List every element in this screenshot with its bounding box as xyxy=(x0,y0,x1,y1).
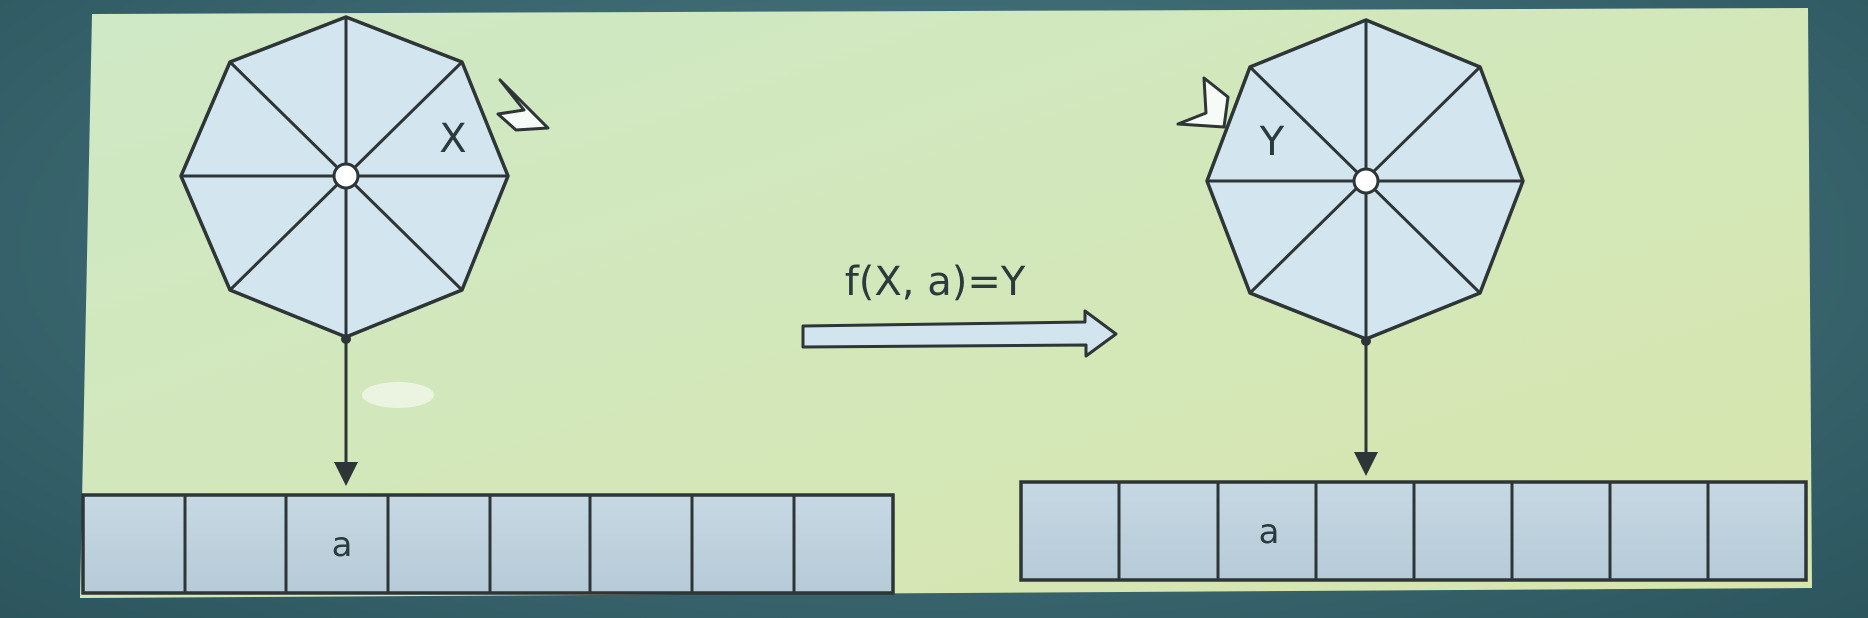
right-head-arrow xyxy=(1354,336,1378,476)
left-machine: X a xyxy=(81,15,895,595)
right-state-label: Y xyxy=(1259,119,1285,165)
right-machine: Y a xyxy=(1019,18,1808,582)
left-state-label: X xyxy=(439,116,466,162)
left-head-arrow xyxy=(334,334,358,486)
left-glare xyxy=(362,382,434,408)
transition-arrow-icon xyxy=(801,309,1118,358)
transition: f(X, a)=Y xyxy=(801,259,1118,358)
left-tape: a xyxy=(81,493,895,595)
transition-label: f(X, a)=Y xyxy=(845,259,1026,305)
right-tape: a xyxy=(1019,480,1808,582)
right-state-pointer-icon xyxy=(1176,76,1230,129)
right-hub xyxy=(1352,167,1380,195)
right-tape-cell-3: a xyxy=(1259,512,1280,552)
left-tape-cell-3: a xyxy=(332,525,353,565)
left-hub xyxy=(332,162,360,190)
right-state-wheel: Y xyxy=(1205,18,1525,341)
left-state-wheel: X xyxy=(179,15,510,339)
left-state-pointer-icon xyxy=(496,78,550,132)
